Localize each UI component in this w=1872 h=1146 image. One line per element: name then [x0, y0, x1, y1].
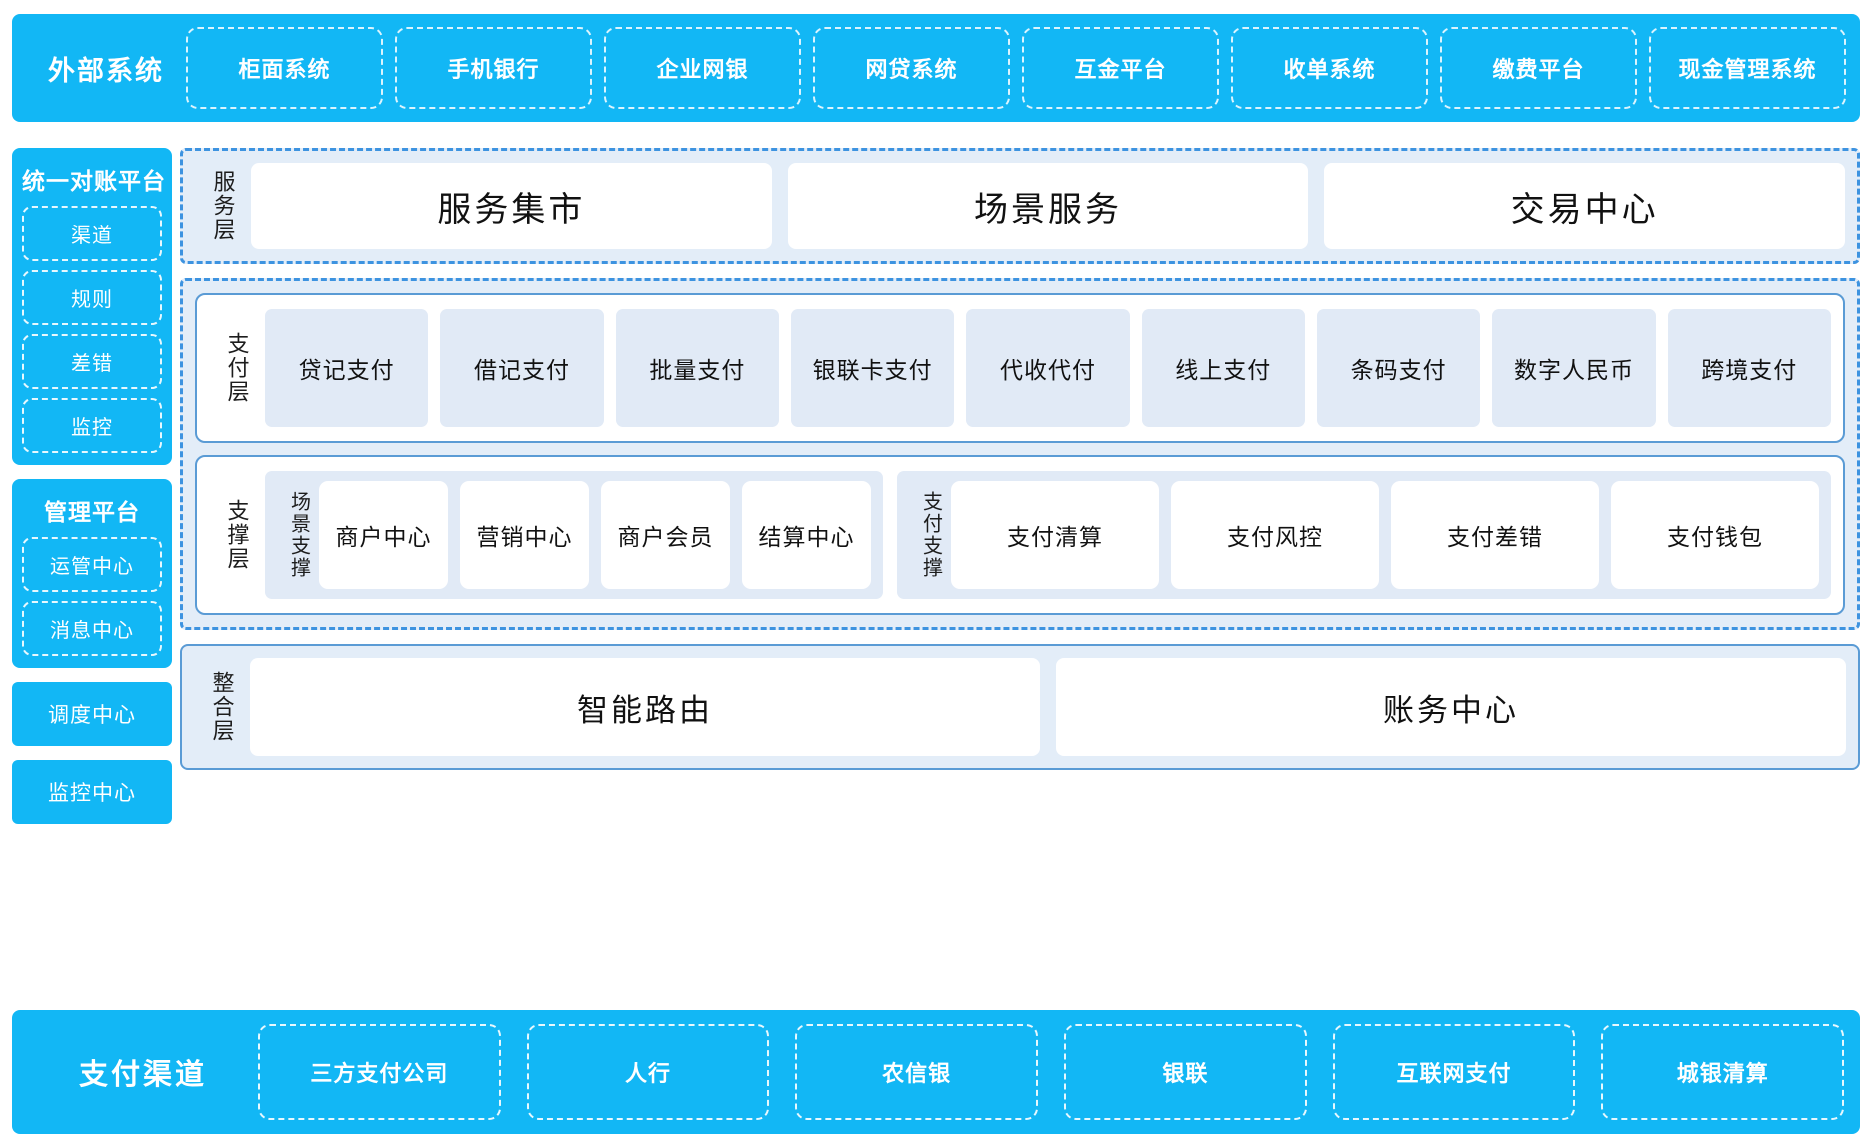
support-layer-label: 支撑层: [224, 499, 250, 571]
service-layer-section: 服务层 服务集市 场景服务 交易中心: [180, 148, 1860, 264]
reconcile-item-channel[interactable]: 渠道: [22, 206, 162, 261]
support-card-merchant-center[interactable]: 商户中心: [319, 481, 448, 589]
reconcile-platform-title: 统一对账平台: [22, 168, 166, 194]
payment-card-unionpay[interactable]: 银联卡支付: [790, 309, 955, 427]
reconcile-platform-panel: 统一对账平台 渠道 规则 差错 监控: [12, 148, 172, 465]
support-group-payment-label: 支付支撑: [919, 491, 942, 579]
external-system-item[interactable]: 企业网银: [604, 27, 801, 109]
payment-layer-box: 支付层 贷记支付 借记支付 批量支付 银联卡支付 代收代付 线上支付 条码支付 …: [195, 293, 1845, 443]
service-layer-cards: 服务集市 场景服务 交易中心: [251, 163, 1846, 249]
payment-channel-item[interactable]: 三方支付公司: [258, 1024, 501, 1120]
payment-card-collection-payment[interactable]: 代收代付: [966, 309, 1130, 427]
support-group-scenario-label: 场景支撑: [287, 491, 310, 579]
external-system-item[interactable]: 互金平台: [1022, 27, 1219, 109]
manage-item-operations-center[interactable]: 运管中心: [22, 537, 162, 592]
service-card-transaction-center[interactable]: 交易中心: [1324, 163, 1846, 249]
payment-channel-item[interactable]: 城银清算: [1601, 1024, 1845, 1120]
payment-card-online[interactable]: 线上支付: [1141, 309, 1305, 427]
external-system-item[interactable]: 缴费平台: [1440, 27, 1637, 109]
support-card-merchant-member[interactable]: 商户会员: [601, 481, 730, 589]
payment-channel-item[interactable]: 人行: [526, 1024, 770, 1120]
payment-channel-item[interactable]: 互联网支付: [1332, 1024, 1576, 1120]
payment-layer-cards: 贷记支付 借记支付 批量支付 银联卡支付 代收代付 线上支付 条码支付 数字人民…: [265, 309, 1831, 427]
payment-card-debit[interactable]: 借记支付: [440, 309, 604, 427]
manage-platform-title: 管理平台: [44, 499, 140, 525]
support-layer-box: 支撑层 场景支撑 商户中心 营销中心 商户会员 结算中心 支付支撑: [195, 455, 1845, 615]
manage-item-message-center[interactable]: 消息中心: [22, 601, 162, 656]
support-card-payment-clearing[interactable]: 支付清算: [951, 481, 1159, 589]
payment-card-credit[interactable]: 贷记支付: [265, 309, 429, 427]
integration-layer-label: 整合层: [209, 671, 235, 743]
support-card-payment-risk[interactable]: 支付风控: [1171, 481, 1379, 589]
support-card-settlement-center[interactable]: 结算中心: [742, 481, 871, 589]
external-system-item[interactable]: 现金管理系统: [1649, 27, 1846, 109]
sidebar-item-scheduling-center[interactable]: 调度中心: [12, 682, 172, 746]
left-sidebar: 统一对账平台 渠道 规则 差错 监控 管理平台 运管中心 消息中心 调度中心 监…: [12, 148, 172, 838]
sidebar-item-monitoring-center[interactable]: 监控中心: [12, 760, 172, 824]
payment-channels-list: 三方支付公司 人行 农信银 银联 互联网支付 城银清算: [258, 1024, 1845, 1120]
integration-layer-cards: 智能路由 账务中心: [250, 658, 1846, 756]
payment-card-digital-rmb[interactable]: 数字人民币: [1492, 309, 1656, 427]
platform-main-region: 服务层 服务集市 场景服务 交易中心 支付层 贷记支付 借记支付 批量支付 银联…: [180, 148, 1860, 770]
support-group-scenario: 场景支撑 商户中心 营销中心 商户会员 结算中心: [265, 471, 883, 599]
payment-layer-label: 支付层: [224, 332, 250, 404]
reconcile-item-error[interactable]: 差错: [22, 334, 162, 389]
payment-card-batch[interactable]: 批量支付: [615, 309, 779, 427]
support-layer-groups: 场景支撑 商户中心 营销中心 商户会员 结算中心 支付支撑 支付清算 支付风控: [265, 471, 1831, 599]
integration-layer-section: 整合层 智能路由 账务中心: [180, 644, 1860, 770]
support-group-scenario-cards: 商户中心 营销中心 商户会员 结算中心: [319, 481, 871, 589]
manage-platform-panel: 管理平台 运管中心 消息中心: [12, 479, 172, 668]
support-card-payment-wallet[interactable]: 支付钱包: [1611, 481, 1819, 589]
integration-card-smart-routing[interactable]: 智能路由: [250, 658, 1040, 756]
external-systems-list: 柜面系统 手机银行 企业网银 网贷系统 互金平台 收单系统 缴费平台 现金管理系…: [186, 27, 1846, 109]
external-systems-bar: 外部系统 柜面系统 手机银行 企业网银 网贷系统 互金平台 收单系统 缴费平台 …: [12, 14, 1860, 122]
payment-card-cross-border[interactable]: 跨境支付: [1667, 309, 1831, 427]
payment-channel-item[interactable]: 银联: [1064, 1024, 1307, 1120]
payment-channels-bar: 支付渠道 三方支付公司 人行 农信银 银联 互联网支付 城银清算: [12, 1010, 1860, 1134]
payment-channels-title: 支付渠道: [78, 1059, 207, 1091]
payment-channel-item[interactable]: 农信银: [795, 1024, 1039, 1120]
support-card-payment-error[interactable]: 支付差错: [1391, 481, 1599, 589]
reconcile-item-monitor[interactable]: 监控: [22, 398, 162, 453]
payment-card-barcode[interactable]: 条码支付: [1316, 309, 1481, 427]
reconcile-item-rule[interactable]: 规则: [22, 270, 162, 325]
service-layer-label: 服务层: [210, 170, 236, 242]
external-system-item[interactable]: 网贷系统: [813, 27, 1010, 109]
payment-and-support-section: 支付层 贷记支付 借记支付 批量支付 银联卡支付 代收代付 线上支付 条码支付 …: [180, 278, 1860, 630]
support-card-marketing-center[interactable]: 营销中心: [460, 481, 589, 589]
external-system-item[interactable]: 收单系统: [1231, 27, 1428, 109]
service-card-scenario[interactable]: 场景服务: [787, 163, 1309, 249]
service-card-marketplace[interactable]: 服务集市: [251, 163, 772, 249]
external-system-item[interactable]: 柜面系统: [186, 27, 383, 109]
integration-card-accounting-center[interactable]: 账务中心: [1056, 658, 1846, 756]
support-group-payment-cards: 支付清算 支付风控 支付差错 支付钱包: [951, 481, 1819, 589]
external-systems-title: 外部系统: [48, 55, 164, 86]
external-system-item[interactable]: 手机银行: [395, 27, 592, 109]
support-group-payment: 支付支撑 支付清算 支付风控 支付差错 支付钱包: [897, 471, 1831, 599]
